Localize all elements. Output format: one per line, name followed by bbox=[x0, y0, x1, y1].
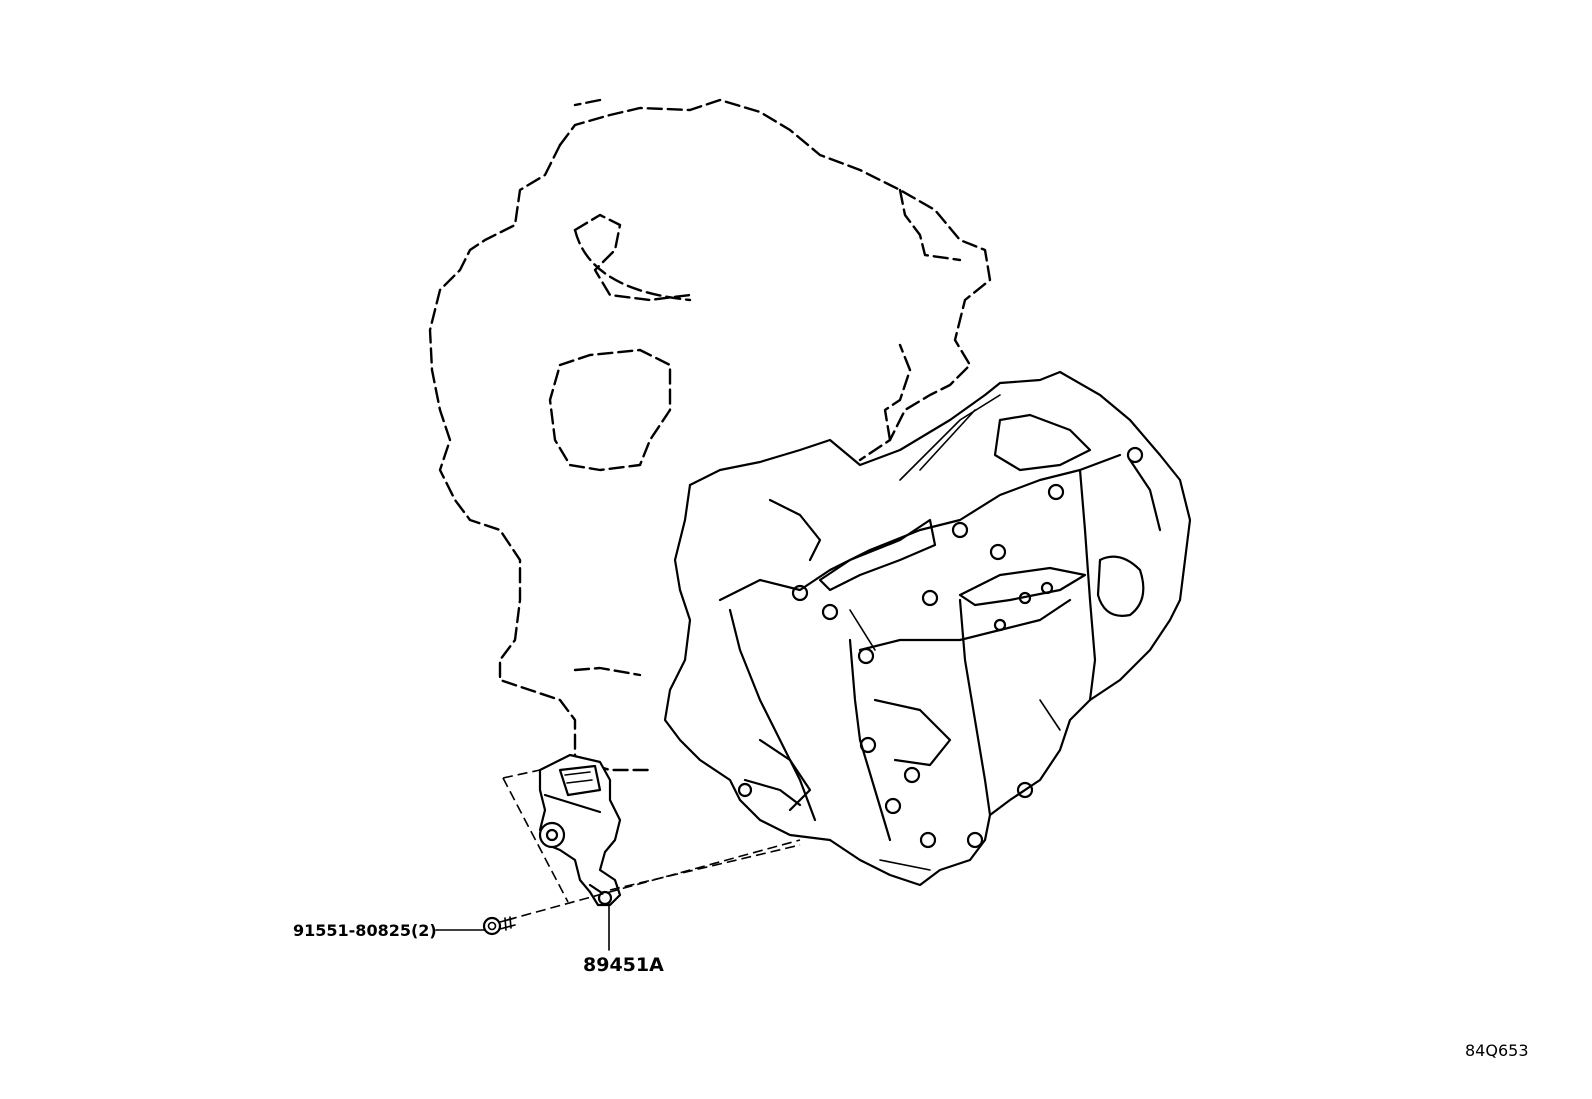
reference-lines bbox=[502, 769, 801, 921]
bolt bbox=[482, 916, 516, 936]
transaxle-body bbox=[663, 370, 1192, 887]
switch-part-number: 89451A bbox=[583, 954, 664, 976]
neutral-switch bbox=[538, 753, 622, 907]
engine-outline bbox=[428, 98, 992, 772]
diagram-reference: 84Q653 bbox=[1465, 1041, 1529, 1060]
bolt-part-number: 91551-80825(2) bbox=[293, 921, 437, 940]
bolt-holes bbox=[737, 446, 1144, 849]
